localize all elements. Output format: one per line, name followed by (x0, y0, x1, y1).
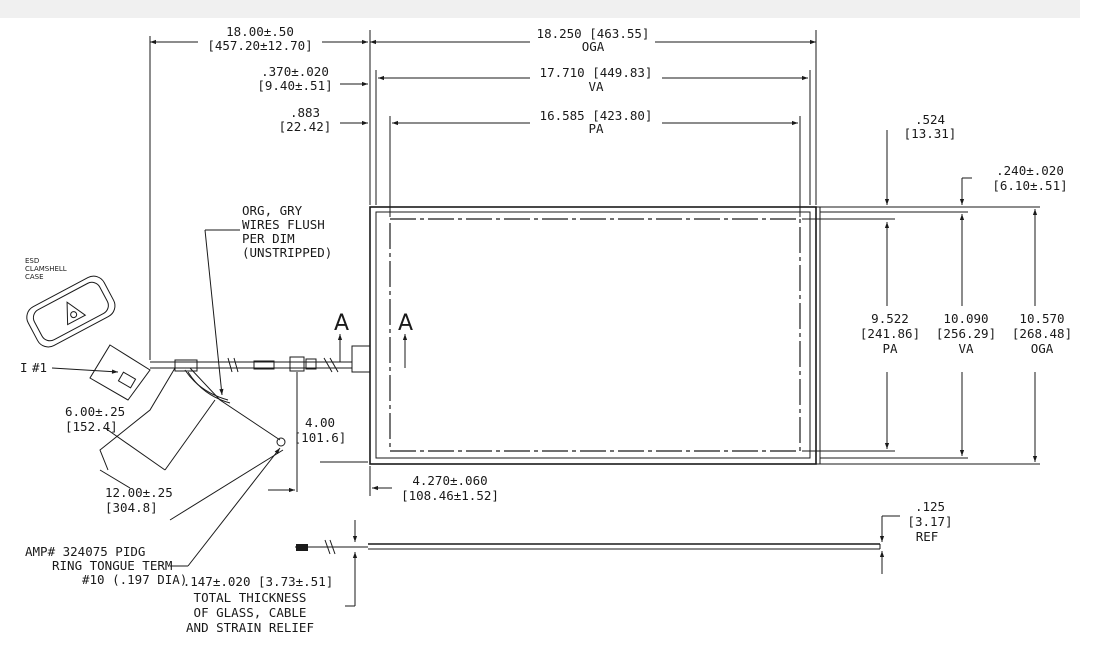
ref-mm: [3.17] (907, 514, 952, 529)
oga-height-value: 10.570 (1019, 311, 1064, 326)
amp-line-3: #10 (.197 DIA) (82, 572, 187, 587)
pin-1-label: #1 (32, 360, 47, 375)
section-a-right: A (398, 311, 413, 336)
pa-height-mm: [241.86] (860, 326, 920, 341)
lead-offset-mm: [101.6] (294, 430, 347, 445)
pa-height-dim: 9.522 [241.86] PA (802, 218, 920, 452)
pin-1-mark: I (20, 360, 28, 375)
va-height-mm: [256.29] (936, 326, 996, 341)
va-width-dim: 17.710 [449.83] VA .370±.020 [9.40±.51] (257, 64, 811, 205)
pa-height-value: 9.522 (871, 311, 909, 326)
esd-line-1: ESD (25, 257, 39, 265)
va-height-value: 10.090 (943, 311, 988, 326)
wire1-mm: [152.4] (65, 419, 118, 434)
wire-note-line-2: WIRES FLUSH (242, 217, 325, 232)
top-bar (0, 0, 1080, 18)
oga-width-label: OGA (582, 39, 605, 54)
section-a-markers: A A (334, 311, 413, 368)
amp-line-2: RING TONGUE TERM (52, 558, 172, 573)
top-offset-value: .524 (915, 112, 945, 127)
wire-note-line-1: ORG, GRY (242, 203, 303, 218)
va-width-label: VA (588, 79, 604, 94)
overall-length-value: 18.00±.50 (226, 24, 294, 39)
wire1-value: 6.00±.25 (65, 404, 125, 419)
amp-note: AMP# 324075 PIDG RING TONGUE TERM #10 (.… (25, 447, 281, 587)
va-width-value: 17.710 [449.83] (540, 65, 653, 80)
top-offset-dim: .524 [13.31] (884, 112, 957, 205)
side-view: .147±.020 [3.73±.51] TOTAL THICKNESS OF … (183, 520, 881, 635)
oga-height-label: OGA (1031, 341, 1054, 356)
va-offset-value: .370±.020 (261, 64, 329, 79)
pa-width-label: PA (588, 121, 604, 136)
wire-bundle (89, 344, 286, 471)
esd-case: ESD CLAMSHELL CASE (25, 257, 116, 348)
va-height-label: VA (958, 341, 974, 356)
flex-cable (150, 345, 371, 373)
thickness-value: .147±.020 [3.73±.51] (183, 574, 334, 589)
top-offset2-value: .240±.020 (996, 163, 1064, 178)
thickness-note-2: OF GLASS, CABLE (194, 605, 307, 620)
thickness-note-1: TOTAL THICKNESS (194, 590, 307, 605)
panel-outline (369, 206, 1040, 465)
oga-height-dim: 10.570 [268.48] OGA (1012, 209, 1072, 462)
pa-width-value: 16.585 [423.80] (540, 108, 653, 123)
pa-offset-mm: [22.42] (279, 119, 332, 134)
ref-dim: .125 [3.17] REF (879, 499, 953, 574)
cable-offset-mm: [108.46±1.52] (401, 488, 499, 503)
lead-offset-value: 4.00 (305, 415, 335, 430)
pin-1-callout: I #1 (20, 360, 119, 375)
lead-offset-dim: 4.00 [101.6] 4.270±.060 [108.46±1.52] (268, 372, 499, 503)
ref-label: REF (916, 529, 939, 544)
va-height-dim: 10.090 [256.29] VA (936, 214, 996, 456)
wire-note-line-4: (UNSTRIPPED) (242, 245, 332, 260)
thickness-note-3: AND STRAIN RELIEF (186, 620, 314, 635)
pa-offset-value: .883 (290, 105, 320, 120)
wire2-mm: [304.8] (105, 500, 158, 515)
oga-height-mm: [268.48] (1012, 326, 1072, 341)
top-offset-mm: [13.31] (904, 126, 957, 141)
wire-note-line-3: PER DIM (242, 231, 295, 246)
overall-length-dim: 18.00±.50 [457.20±12.70] (149, 24, 368, 360)
overall-length-mm: [457.20±12.70] (207, 38, 312, 53)
cable-offset-value: 4.270±.060 (412, 473, 487, 488)
wire-length-dims: 6.00±.25 [152.4] 12.00±.25 [304.8] (65, 399, 284, 521)
esd-line-2: CLAMSHELL (25, 265, 67, 273)
oga-width-value: 18.250 [463.55] (537, 26, 650, 41)
va-offset-mm: [9.40±.51] (257, 78, 332, 93)
ref-value: .125 (915, 499, 945, 514)
top-offset2-dim: .240±.020 [6.10±.51] (959, 163, 1068, 205)
top-offset2-mm: [6.10±.51] (992, 178, 1067, 193)
wire2-value: 12.00±.25 (105, 485, 173, 500)
pa-height-label: PA (882, 341, 898, 356)
pa-width-dim: 16.585 [423.80] PA .883 [22.42] (279, 105, 801, 217)
esd-line-3: CASE (25, 273, 44, 281)
section-a-left: A (334, 311, 349, 336)
wire-note: ORG, GRY WIRES FLUSH PER DIM (UNSTRIPPED… (204, 203, 332, 396)
amp-line-1: AMP# 324075 PIDG (25, 544, 145, 559)
oga-width-dim: 18.250 [463.55] OGA (369, 26, 817, 205)
